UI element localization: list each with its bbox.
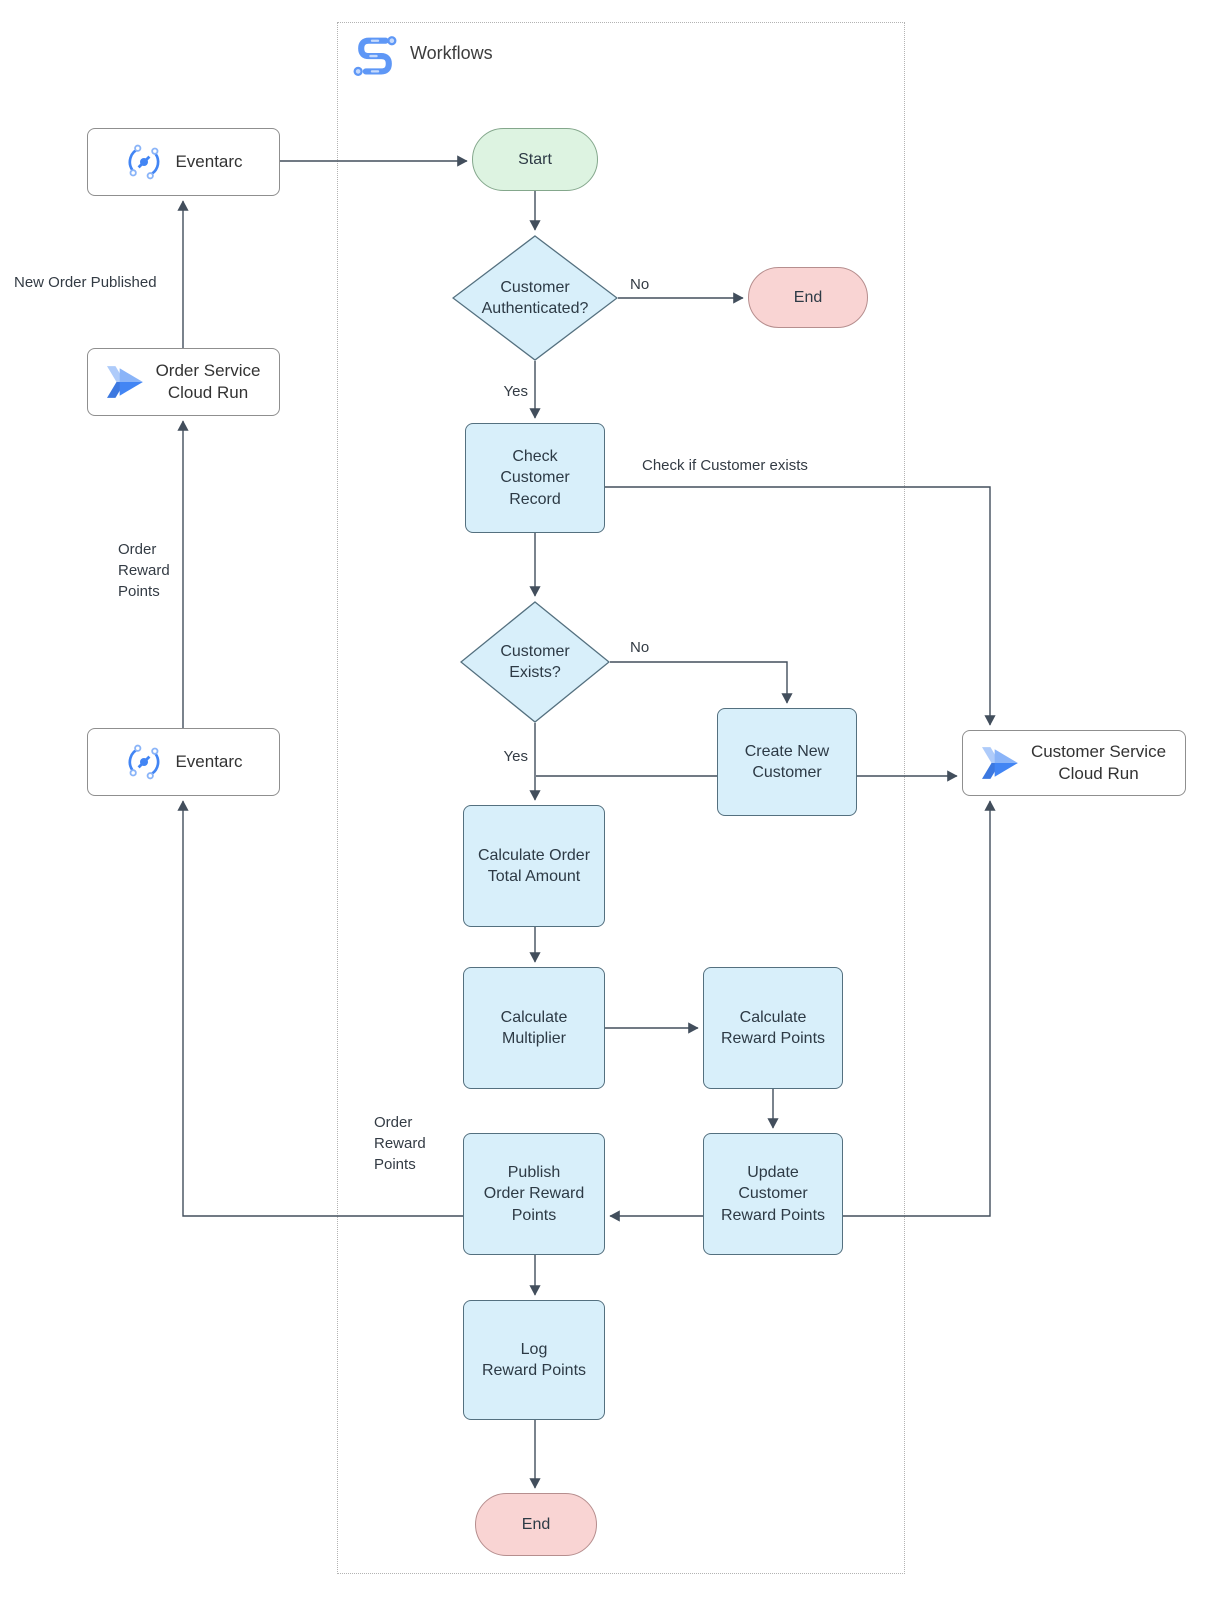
eventarc-icon <box>124 142 164 182</box>
workflows-container-border <box>337 22 905 1574</box>
start-node: Start <box>472 128 598 191</box>
customer-exists-decision: Customer Exists? <box>460 601 610 723</box>
cloud-run-icon <box>981 747 1020 779</box>
edge-label-no-exists: No <box>630 639 650 656</box>
edge-label-no-auth: No <box>630 276 650 293</box>
order-service-cloud-run-label: Order Service Cloud Run <box>155 360 261 402</box>
customer-authenticated-decision: Customer Authenticated? <box>452 235 618 361</box>
edge-label-order-reward-points-mid: Order Reward Points <box>374 1114 426 1173</box>
eventarc-top-label: Eventarc <box>175 151 243 171</box>
workflows-title: Workflows <box>410 42 493 63</box>
edge-label-yes-auth: Yes <box>503 383 528 400</box>
workflows-icon <box>352 30 398 76</box>
customer-service-cloud-run-box: Customer Service Cloud Run <box>962 730 1186 796</box>
order-service-cloud-run-box: Order Service Cloud Run <box>87 348 280 416</box>
cloud-run-icon <box>106 366 145 398</box>
check-customer-record-node: Check Customer Record <box>465 423 605 533</box>
eventarc-icon <box>124 742 164 782</box>
calculate-multiplier-node: Calculate Multiplier <box>463 967 605 1089</box>
calculate-order-total-node: Calculate Order Total Amount <box>463 805 605 927</box>
create-new-customer-node: Create New Customer <box>717 708 857 816</box>
eventarc-top-box: Eventarc <box>87 128 280 196</box>
customer-service-cloud-run-label: Customer Service Cloud Run <box>1030 741 1167 783</box>
eventarc-bottom-box: Eventarc <box>87 728 280 796</box>
update-customer-reward-points-node: Update Customer Reward Points <box>703 1133 843 1255</box>
edge-label-yes-exists: Yes <box>503 748 528 765</box>
end-node-top: End <box>748 267 868 328</box>
customer-exists-label: Customer Exists? <box>500 642 570 681</box>
edge-label-check-if-customer-exists: Check if Customer exists <box>642 457 808 474</box>
edge-label-new-order-published: New Order Published <box>14 274 157 291</box>
customer-authenticated-label: Customer Authenticated? <box>481 278 589 317</box>
publish-order-reward-points-node: Publish Order Reward Points <box>463 1133 605 1255</box>
end-node-bottom: End <box>475 1493 597 1556</box>
calculate-reward-points-node: Calculate Reward Points <box>703 967 843 1089</box>
eventarc-bottom-label: Eventarc <box>175 751 243 771</box>
workflows-header: Workflows <box>352 30 493 76</box>
log-reward-points-node: Log Reward Points <box>463 1300 605 1420</box>
edge-label-order-reward-points-left: Order Reward Points <box>118 541 170 600</box>
